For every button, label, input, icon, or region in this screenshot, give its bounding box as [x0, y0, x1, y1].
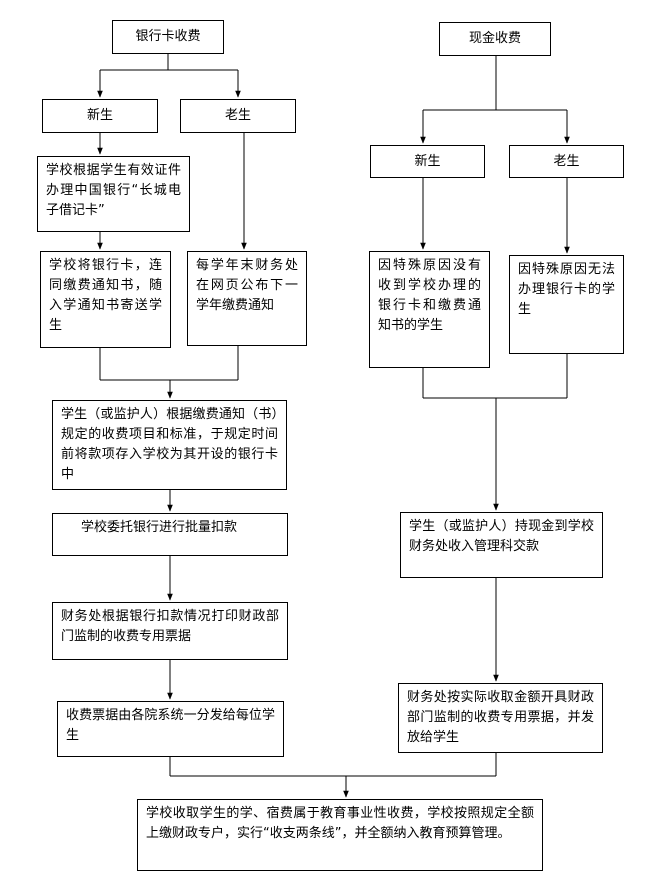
cannot-open-bank-card: 因特殊原因无法办理银行卡的学生	[509, 255, 624, 354]
batch-deduction-step: 学校委托银行进行批量扣款	[52, 513, 288, 556]
deposit-step: 学生（或监护人）根据缴费通知（书）规定的收费项目和标准，于规定时间前将款项存入学…	[52, 400, 287, 490]
distribute-receipt-step: 收费票据由各院系统一分发给每位学生	[57, 701, 284, 757]
left-new-student: 新生	[42, 99, 158, 133]
left-old-student: 老生	[180, 99, 296, 133]
print-receipt-step: 财务处根据银行扣款情况打印财政部门监制的收费专用票据	[52, 602, 288, 660]
cash-payment-step: 学生（或监护人）持现金到学校财务处收入管理科交款	[400, 512, 603, 578]
fee-notice-step: 每学年末财务处在网页公布下一学年缴费通知	[187, 251, 307, 346]
right-new-student: 新生	[370, 145, 485, 178]
no-bank-card-received: 因特殊原因没有收到学校办理的银行卡和缴费通知书的学生	[369, 251, 490, 368]
final-policy-note: 学校收取学生的学、宿费属于教育事业性收费，学校按照规定全额上缴财政专户，实行“收…	[137, 799, 543, 871]
right-old-student: 老生	[509, 145, 624, 178]
cash-fee-title: 现金收费	[439, 22, 551, 56]
bank-card-fee-title: 银行卡收费	[112, 20, 224, 54]
issue-bank-card-step: 学校根据学生有效证件办理中国银行“长城电子借记卡”	[37, 156, 190, 232]
issue-receipt-step: 财务处按实际收取金额开具财政部门监制的收费专用票据，并发放给学生	[398, 683, 603, 753]
mail-bank-card-step: 学校将银行卡，连同缴费通知书，随入学通知书寄送学生	[40, 251, 171, 348]
